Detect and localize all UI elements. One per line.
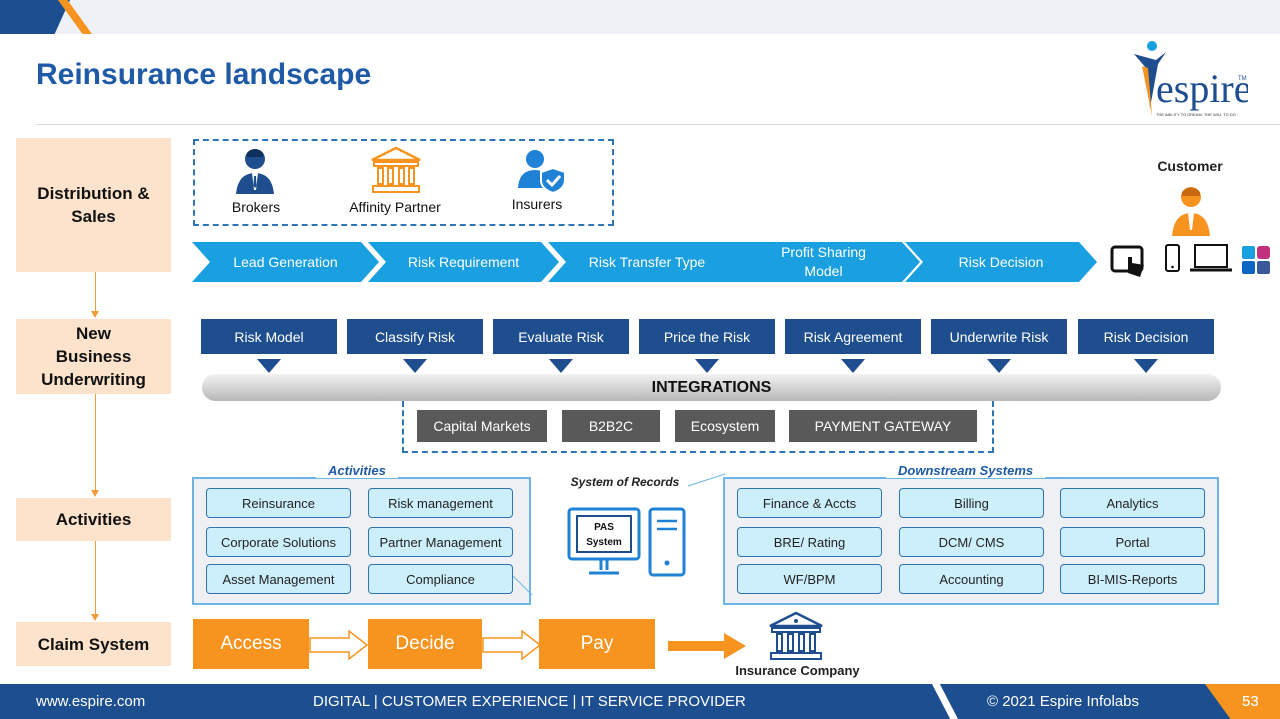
underwriting-step: Risk Agreement — [785, 319, 921, 354]
stage-arrow — [91, 311, 99, 318]
flow-step: Risk Requirement — [368, 242, 559, 282]
downstream-item: DCM/ CMS — [899, 527, 1044, 557]
espire-logo: espire TM THE ABILITY TO DREAM. THE WILL… — [1128, 38, 1252, 122]
channels-box — [193, 139, 614, 226]
stage-arrow — [91, 614, 99, 621]
flow-step: Risk Transfer Type — [548, 242, 746, 282]
monitor-icon — [567, 507, 641, 577]
integration-item: Capital Markets — [417, 410, 547, 442]
title-divider — [36, 124, 1280, 125]
underwriting-step: Classify Risk — [347, 319, 483, 354]
claim-step: Pay — [539, 619, 655, 669]
activities-title: Activities — [316, 463, 398, 478]
stage-distribution: Distribution & Sales — [16, 138, 171, 272]
footer: www.espire.com DIGITAL | CUSTOMER EXPERI… — [0, 684, 1280, 719]
downstream-item: Billing — [899, 488, 1044, 518]
outline-arrow — [309, 629, 369, 661]
social-media-icon — [1242, 246, 1272, 276]
underwriting-step: Risk Model — [201, 319, 337, 354]
footer-tagline: DIGITAL | CUSTOMER EXPERIENCE | IT SERVI… — [313, 693, 746, 710]
underwriting-step: Risk Decision — [1078, 319, 1214, 354]
broker-icon — [232, 146, 278, 194]
page-title: Reinsurance landscape — [36, 58, 372, 91]
outline-arrow — [482, 629, 542, 661]
activity-item: Corporate Solutions — [206, 527, 351, 557]
flow-step: Lead Generation — [192, 242, 379, 282]
mobile-icon — [1164, 244, 1182, 274]
activity-item: Risk management — [368, 488, 513, 518]
footer-copyright: © 2021 Espire Infolabs — [987, 693, 1139, 710]
integration-item: B2B2C — [562, 410, 660, 442]
claim-step: Decide — [368, 619, 482, 669]
activity-item: Asset Management — [206, 564, 351, 594]
svg-text:THE ABILITY TO DREAM. THE WILL: THE ABILITY TO DREAM. THE WILL TO DO — [1156, 112, 1236, 117]
downstream-item: BRE/ Rating — [737, 527, 882, 557]
pas-system-text: PAS System — [586, 522, 622, 548]
laptop-icon — [1189, 242, 1233, 274]
connector-lines — [512, 473, 726, 596]
system-of-records-label: System of Records — [570, 475, 680, 489]
down-arrow — [987, 359, 1011, 373]
top-bar — [0, 0, 1280, 34]
down-arrow — [257, 359, 281, 373]
stage-connector — [95, 394, 96, 491]
svg-text:TM: TM — [1238, 76, 1247, 82]
down-arrow — [695, 359, 719, 373]
integration-item: PAYMENT GATEWAY — [789, 410, 977, 442]
channel-label: Brokers — [231, 199, 281, 215]
stage-arrow — [91, 490, 99, 497]
page-number-label: 53 — [1242, 693, 1259, 710]
underwriting-step: Evaluate Risk — [493, 319, 629, 354]
stage-underwriting: New Business Underwriting — [16, 319, 171, 394]
logo-wordmark: espire — [1156, 66, 1248, 111]
downstream-item: BI-MIS-Reports — [1060, 564, 1205, 594]
stage-activities: Activities — [16, 498, 171, 541]
integrations-box — [402, 401, 994, 453]
downstream-item: WF/BPM — [737, 564, 882, 594]
customer-icon — [1170, 184, 1212, 236]
activity-item: Partner Management — [368, 527, 513, 557]
flow-step: Profit Sharing Model — [727, 242, 920, 282]
underwriting-step: Underwrite Risk — [931, 319, 1067, 354]
claim-step: Access — [193, 619, 309, 669]
tablet-touch-icon — [1110, 243, 1150, 279]
footer-website[interactable]: www.espire.com — [36, 693, 146, 710]
down-arrow — [1134, 359, 1158, 373]
solid-arrow — [668, 633, 746, 659]
downstream-item: Finance & Accts — [737, 488, 882, 518]
down-arrow — [403, 359, 427, 373]
integrations-bar: INTEGRATIONS — [202, 374, 1221, 401]
downstream-item: Accounting — [899, 564, 1044, 594]
channel-label: Insurers — [511, 196, 563, 212]
flow-step: Risk Decision — [905, 242, 1097, 282]
channel-label: Affinity Partner — [349, 199, 441, 215]
activity-item: Compliance — [368, 564, 513, 594]
insurer-shield-icon — [517, 148, 567, 195]
downstream-item: Portal — [1060, 527, 1205, 557]
downstream-item: Analytics — [1060, 488, 1205, 518]
bank-icon — [370, 146, 422, 194]
customer-label: Customer — [1157, 158, 1223, 174]
stage-connector — [95, 541, 96, 615]
downstream-title: Downstream Systems — [886, 463, 1046, 478]
integration-item: Ecosystem — [675, 410, 775, 442]
insurance-company-label: Insurance Company — [735, 663, 860, 678]
stage-claim: Claim System — [16, 622, 171, 666]
stage-connector — [95, 272, 96, 312]
underwriting-step: Price the Risk — [639, 319, 775, 354]
down-arrow — [841, 359, 865, 373]
down-arrow — [549, 359, 573, 373]
page-number: 53 — [1242, 693, 1259, 710]
insurance-company-icon — [768, 611, 824, 661]
activity-item: Reinsurance — [206, 488, 351, 518]
server-tower-icon — [648, 507, 686, 577]
